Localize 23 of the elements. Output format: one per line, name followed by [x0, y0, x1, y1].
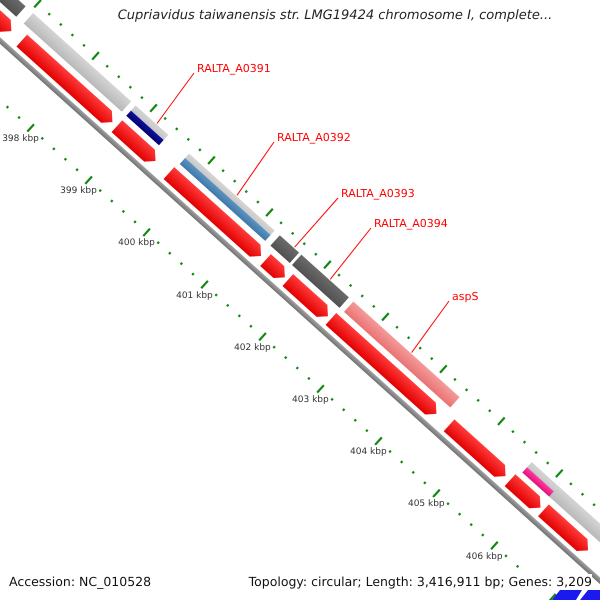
gene-label: RALTA_A0391: [197, 62, 271, 75]
gene-label: aspS: [452, 290, 478, 303]
gene-label: RALTA_A0394: [374, 217, 448, 230]
scale-label: 398 kbp: [2, 134, 39, 144]
scale-label: 399 kbp: [60, 186, 97, 196]
scale-label: 402 kbp: [234, 342, 271, 353]
leader-line: [156, 72, 194, 124]
scale-label: 401 kbp: [176, 290, 213, 301]
topology-text: Topology: circular; Length: 3,416,911 bp; Genes: 3,209: [248, 574, 592, 589]
scale-label: 403 kbp: [292, 394, 329, 405]
scale-label: 400 kbp: [118, 238, 155, 248]
leader-line: [294, 198, 338, 248]
gene-label: RALTA_A0392: [277, 131, 351, 144]
map-title: Cupriavidus taiwanensis str. LMG19424 chromosome I, complete...: [116, 8, 554, 23]
accession-text: Accession: NC_010528: [9, 574, 152, 589]
scale-label: 404 kbp: [350, 447, 387, 458]
gene-feature-bar: [270, 235, 300, 263]
leader-line: [330, 228, 372, 280]
gene-label: RALTA_A0393: [341, 187, 415, 200]
scale-label: 405 kbp: [408, 499, 445, 510]
leader-line: [236, 142, 274, 196]
leader-line: [411, 300, 450, 354]
scale-label: 406 kbp: [466, 552, 503, 562]
